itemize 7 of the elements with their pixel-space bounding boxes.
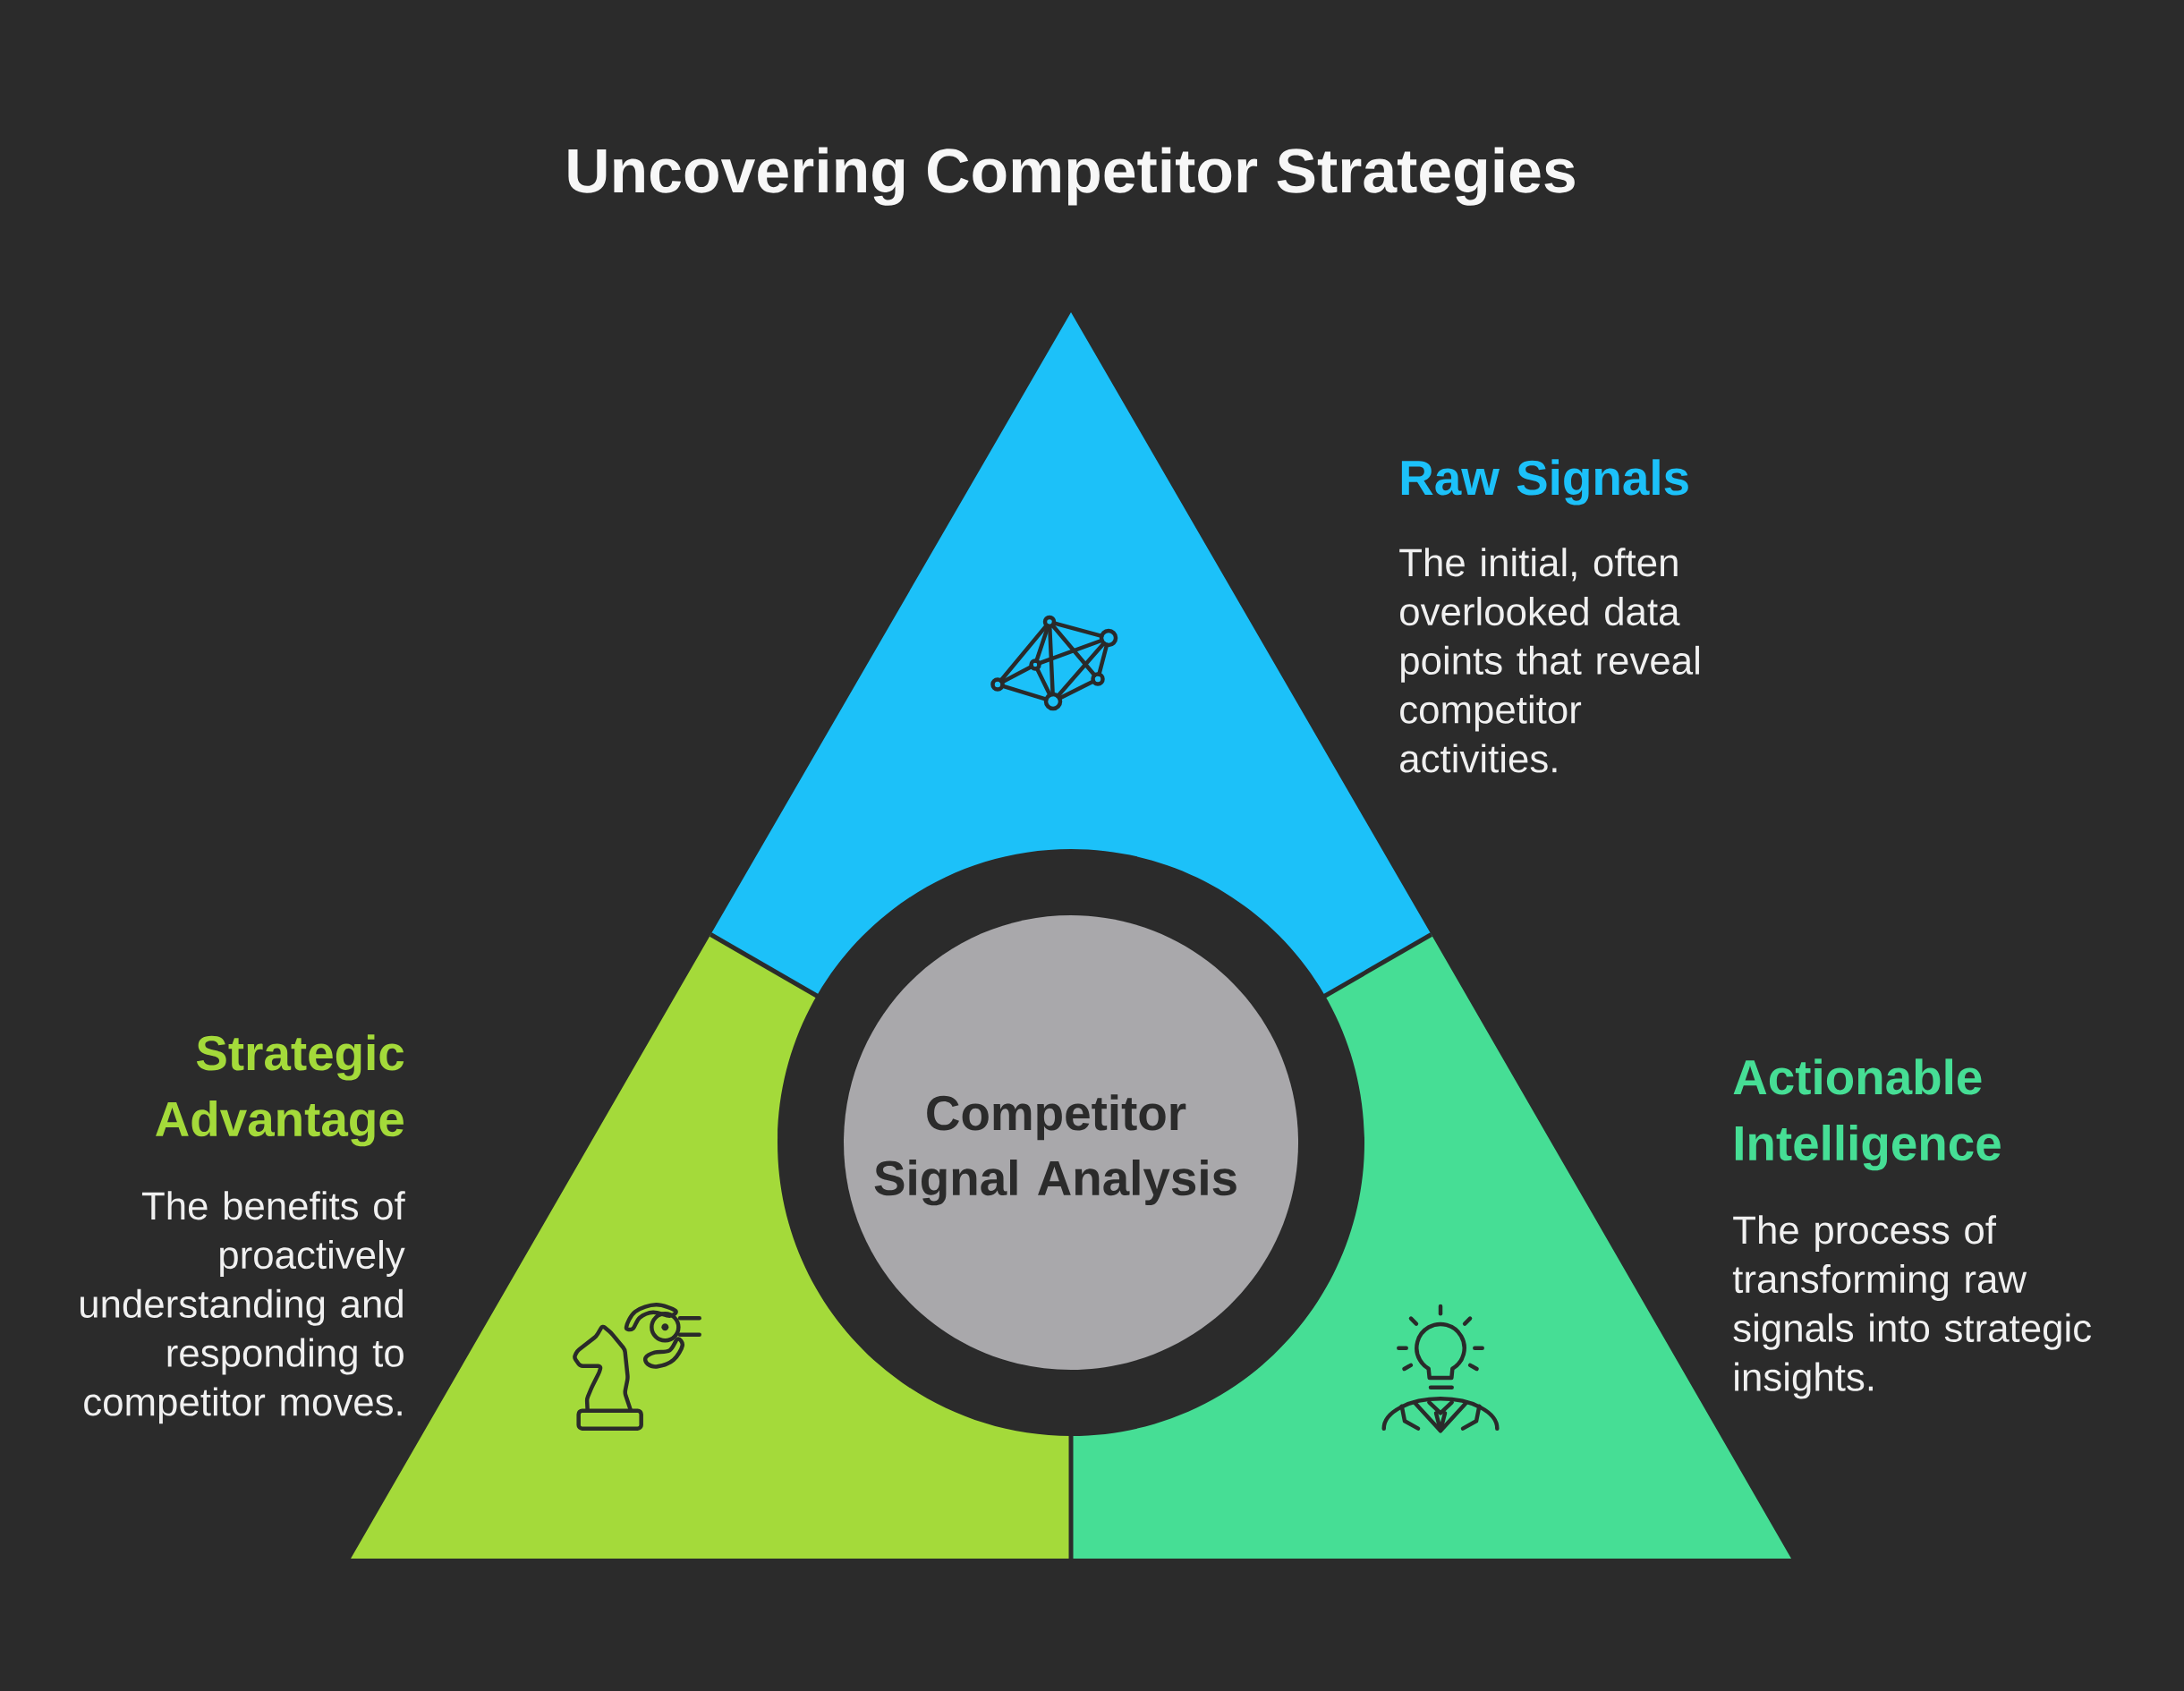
section-heading: Raw Signals: [1401, 459, 1688, 506]
title: Uncovering Competitor Strategies: [568, 147, 1575, 206]
description: The initial, often overlooked data points that reveal competitor activities.: [1399, 548, 1699, 773]
section-heading: Actionable Intelligence: [1733, 1058, 2001, 1171]
description: The process of transforming raw signals into strategic insights.: [1732, 1215, 2091, 1399]
description: The benefits of proactively understanding and responding to competitor moves.: [81, 1191, 405, 1424]
section-heading: Strategic Advantage: [156, 1034, 404, 1147]
